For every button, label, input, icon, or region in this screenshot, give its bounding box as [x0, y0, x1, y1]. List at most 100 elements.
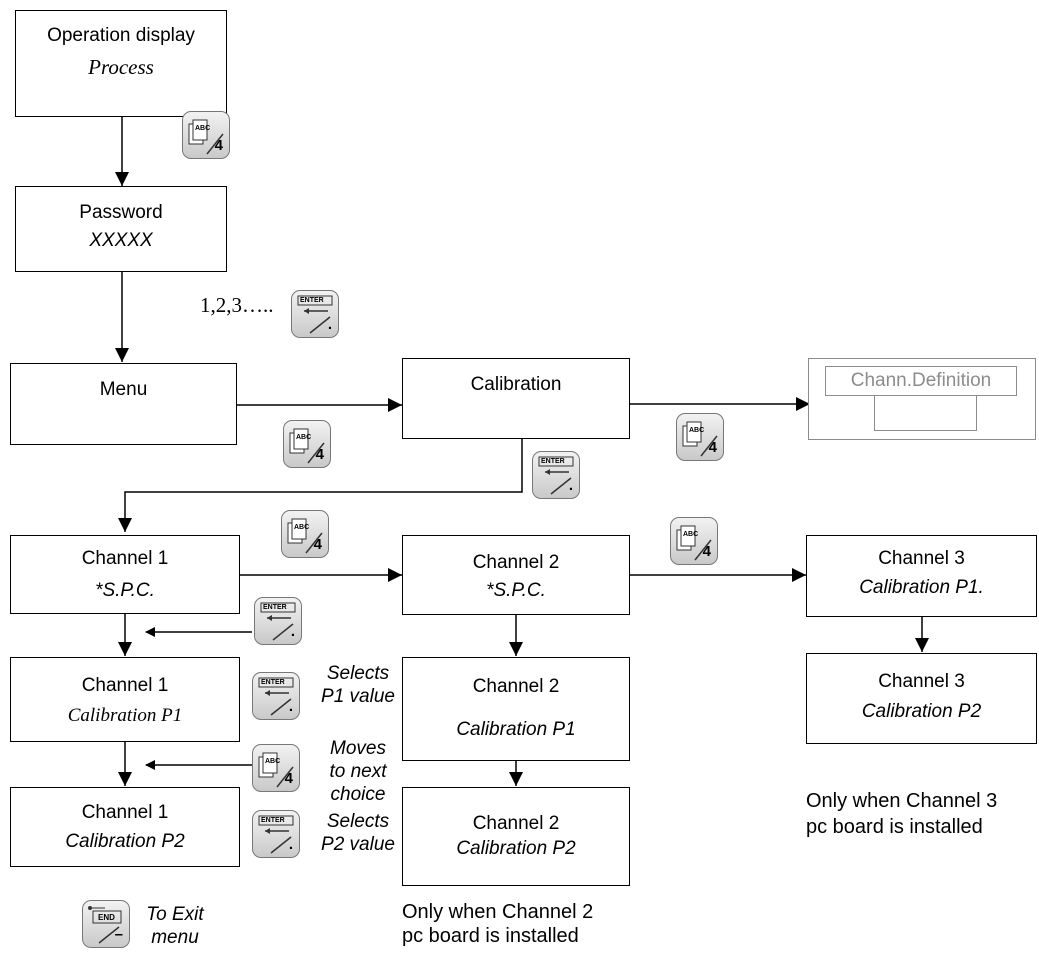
- box-title: Channel 1: [81, 548, 169, 569]
- box-ch1-p1: Channel 1 Calibration P1: [10, 657, 240, 742]
- box-ch1-spc: Channel 1 *S.P.C.: [10, 535, 240, 614]
- box-title: Operation display: [47, 25, 195, 46]
- chann-definition-value-frame: [874, 395, 977, 431]
- enter-key-2[interactable]: ENTER .: [532, 451, 580, 499]
- arrow-calibration-to-ch1: [118, 439, 523, 532]
- note-only-channel3: Only when Channel 3 pc board is installe…: [806, 788, 997, 840]
- box-title: Channel 1: [81, 802, 169, 823]
- enter-key-icon: [258, 677, 294, 716]
- box-ch1-p2: Channel 1 Calibration P2: [10, 787, 240, 867]
- box-subtitle: *S.P.C.: [95, 580, 155, 601]
- abc-key-1[interactable]: ABC 4: [182, 111, 230, 159]
- enter-key-symbol: .: [290, 623, 295, 640]
- abc-key-number: 4: [315, 446, 324, 463]
- box-subtitle: XXXXX: [89, 230, 153, 251]
- enter-key-3[interactable]: ENTER .: [254, 597, 302, 645]
- end-key[interactable]: END –: [82, 900, 130, 948]
- note-line: To Exit: [146, 904, 204, 925]
- enter-key-symbol: .: [568, 477, 573, 494]
- abc-key-icon: [188, 119, 224, 155]
- box-ch3-p2: Channel 3 Calibration P2: [806, 653, 1037, 744]
- abc-key-label: ABC: [265, 758, 281, 765]
- chann-definition-label: Chann.Definition: [850, 370, 992, 391]
- note-line: pc board is installed: [806, 816, 983, 838]
- box-subtitle: Calibration P2: [65, 831, 185, 852]
- enter-key-1[interactable]: ENTER .: [291, 290, 339, 338]
- enter-key-symbol: .: [288, 836, 293, 853]
- abc-key-icon: [289, 428, 325, 464]
- enter-key-icon: [258, 815, 294, 854]
- enter-key-icon: [260, 602, 296, 641]
- note-line: Only when Channel 2: [402, 901, 594, 923]
- abc-key-number: 4: [214, 137, 223, 154]
- abc-key-icon: [676, 525, 712, 561]
- abc-key-4[interactable]: ABC 4: [281, 510, 329, 558]
- abc-key-label: ABC: [195, 125, 211, 132]
- abc-key-2[interactable]: ABC 4: [283, 420, 331, 468]
- enter-key-icon: [297, 295, 333, 334]
- note-selects-p1: Selects P1 value: [306, 662, 410, 708]
- box-title: Menu: [99, 379, 148, 400]
- note-line: Moves: [330, 738, 386, 759]
- abc-key-6[interactable]: ABC 4: [252, 744, 300, 792]
- box-title: Channel 1: [81, 675, 169, 696]
- abc-key-number: 4: [313, 536, 322, 553]
- note-to-exit-menu: To Exit menu: [135, 903, 215, 949]
- enter-key-label: ENTER: [541, 458, 565, 465]
- box-calibration: Calibration: [402, 358, 630, 439]
- note-line: P1 value: [321, 686, 395, 707]
- abc-key-5[interactable]: ABC 4: [670, 517, 718, 565]
- box-subtitle: Calibration P2: [456, 838, 576, 859]
- box-subtitle: Calibration P1: [456, 719, 576, 740]
- end-key-icon: [88, 906, 122, 944]
- chann-definition-label-frame: Chann.Definition: [825, 366, 1017, 396]
- end-key-label: END: [98, 913, 115, 922]
- enter-key-5[interactable]: ENTER .: [252, 810, 300, 858]
- box-subtitle: Calibration P1: [67, 705, 183, 726]
- box-title: Channel 2: [472, 813, 560, 834]
- enter-key-label: ENTER: [261, 817, 285, 824]
- enter-key-symbol: .: [327, 316, 332, 333]
- end-key-symbol: –: [114, 926, 123, 943]
- note-line: pc board is installed: [402, 925, 579, 947]
- box-operation-display: Operation display Process: [15, 10, 227, 117]
- box-title: Password: [79, 202, 163, 223]
- box-menu: Menu: [10, 363, 237, 445]
- box-ch2-p2: Channel 2 Calibration P2: [402, 787, 630, 886]
- box-subtitle: Calibration P1.: [859, 577, 984, 598]
- note-line: P2 value: [321, 834, 395, 855]
- abc-key-label: ABC: [689, 427, 705, 434]
- box-title: Channel 3: [878, 671, 965, 692]
- box-subtitle: Calibration P2: [861, 701, 982, 722]
- enter-key-label: ENTER: [300, 297, 324, 304]
- box-title: Channel 3: [878, 548, 965, 569]
- note-line: Selects: [326, 811, 390, 832]
- note-line: to next: [329, 761, 387, 782]
- box-ch2-spc: Channel 2 *S.P.C.: [402, 535, 630, 615]
- abc-key-number: 4: [702, 543, 711, 560]
- abc-key-icon: [682, 421, 718, 457]
- note-line: Selects: [326, 663, 390, 684]
- box-ch2-p1: Channel 2 Calibration P1: [402, 657, 630, 761]
- abc-key-number: 4: [284, 770, 293, 787]
- enter-key-label: ENTER: [261, 679, 285, 686]
- box-password: Password XXXXX: [15, 186, 227, 272]
- abc-key-label: ABC: [296, 434, 312, 441]
- abc-key-icon: [287, 518, 323, 554]
- abc-key-number: 4: [708, 439, 717, 456]
- enter-key-icon: [538, 456, 574, 495]
- abc-key-3[interactable]: ABC 4: [676, 413, 724, 461]
- enter-key-label: ENTER: [263, 604, 287, 611]
- box-subtitle: *S.P.C.: [486, 580, 546, 601]
- abc-key-icon: [258, 752, 294, 788]
- note-selects-p2: Selects P2 value: [306, 810, 410, 856]
- abc-key-label: ABC: [294, 524, 310, 531]
- box-subtitle: Process: [88, 55, 154, 79]
- box-title: Channel 2: [472, 676, 560, 697]
- box-title: Calibration: [470, 374, 562, 395]
- abc-key-label: ABC: [683, 531, 699, 538]
- note-only-channel2: Only when Channel 2 pc board is installe…: [402, 900, 593, 948]
- enter-key-4[interactable]: ENTER .: [252, 672, 300, 720]
- note-line: choice: [330, 784, 386, 805]
